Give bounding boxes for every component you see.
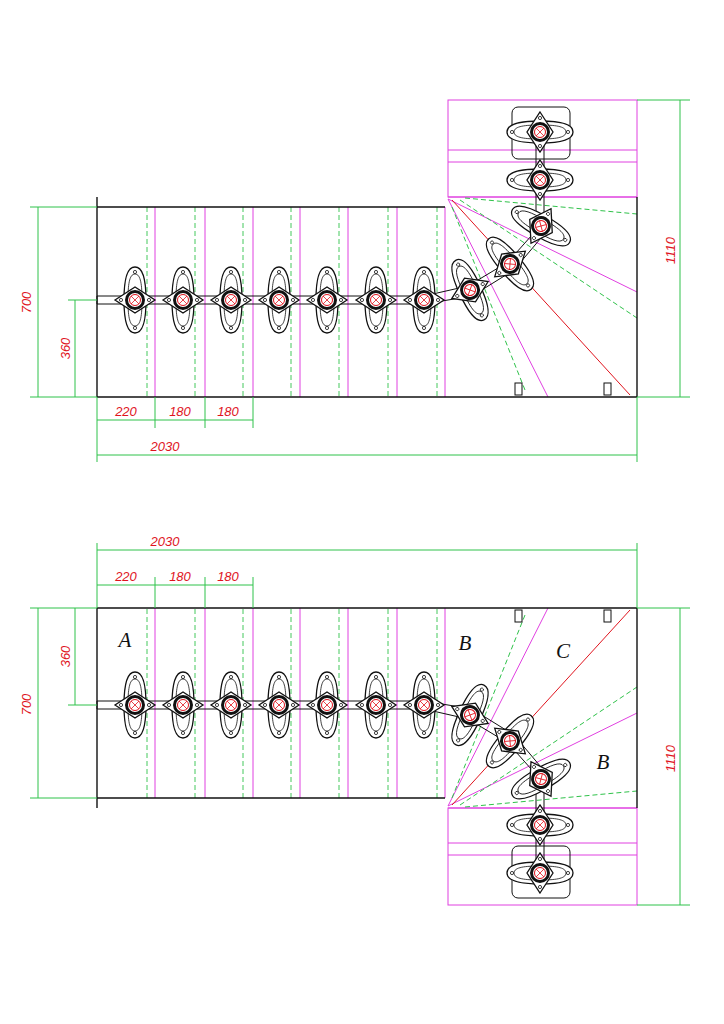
drawing-line: [155, 397, 156, 428]
dimension-value: 2030: [150, 440, 181, 453]
drawing-line: [253, 577, 254, 608]
drawing-line: [97, 585, 253, 586]
drawing-line: [75, 608, 76, 705]
drawing-line: [97, 397, 98, 462]
region-letter: C: [555, 641, 571, 662]
drawing-line: [30, 608, 97, 609]
dimension-value: 2030: [150, 535, 181, 548]
drawing-line: [97, 550, 637, 551]
drawing-line: [680, 608, 681, 905]
drawing-line: [155, 577, 156, 608]
dimension-value: 220: [114, 570, 138, 583]
drawing-line: [68, 705, 97, 706]
dimension-value: 360: [59, 644, 72, 668]
dimension-value: 180: [216, 405, 240, 418]
drawing-line: [30, 798, 97, 799]
drawing-line: [30, 397, 97, 398]
drawing-line: [253, 397, 254, 428]
dimension-value: 220: [114, 405, 138, 418]
dimension-value: 700: [20, 692, 33, 716]
dimension-value: 180: [216, 570, 240, 583]
region-letter: A: [118, 630, 133, 651]
stair-bottom: [97, 608, 637, 905]
drawing-line: [637, 100, 690, 101]
drawing-line: [68, 300, 97, 301]
region-letter: B: [458, 633, 473, 654]
dimension-value: 1110: [664, 744, 677, 773]
drawing-line: [637, 397, 690, 398]
drawing-line: [637, 608, 690, 609]
dimension-value: 360: [59, 336, 72, 360]
drawing-line: [97, 455, 637, 456]
drawing-line: [38, 608, 39, 798]
drawing-line: [205, 577, 206, 608]
drawing-line: [637, 397, 638, 462]
drawing-line: [637, 905, 690, 906]
drawing-line: [38, 207, 39, 397]
region-letter: B: [596, 752, 611, 773]
drawing-line: [637, 543, 638, 608]
drawing-line: [30, 207, 97, 208]
stair-top: [97, 100, 637, 397]
dimension-lines: [30, 100, 690, 905]
dimension-value: 700: [20, 290, 33, 314]
drawing-line: [97, 543, 98, 608]
drawing-line: [205, 397, 206, 428]
drawing-line: [75, 300, 76, 397]
drawing-line: [97, 420, 253, 421]
dimension-value: 1110: [664, 236, 677, 265]
drawing-line: [680, 100, 681, 397]
dimension-value: 180: [168, 570, 192, 583]
dimension-value: 180: [168, 405, 192, 418]
